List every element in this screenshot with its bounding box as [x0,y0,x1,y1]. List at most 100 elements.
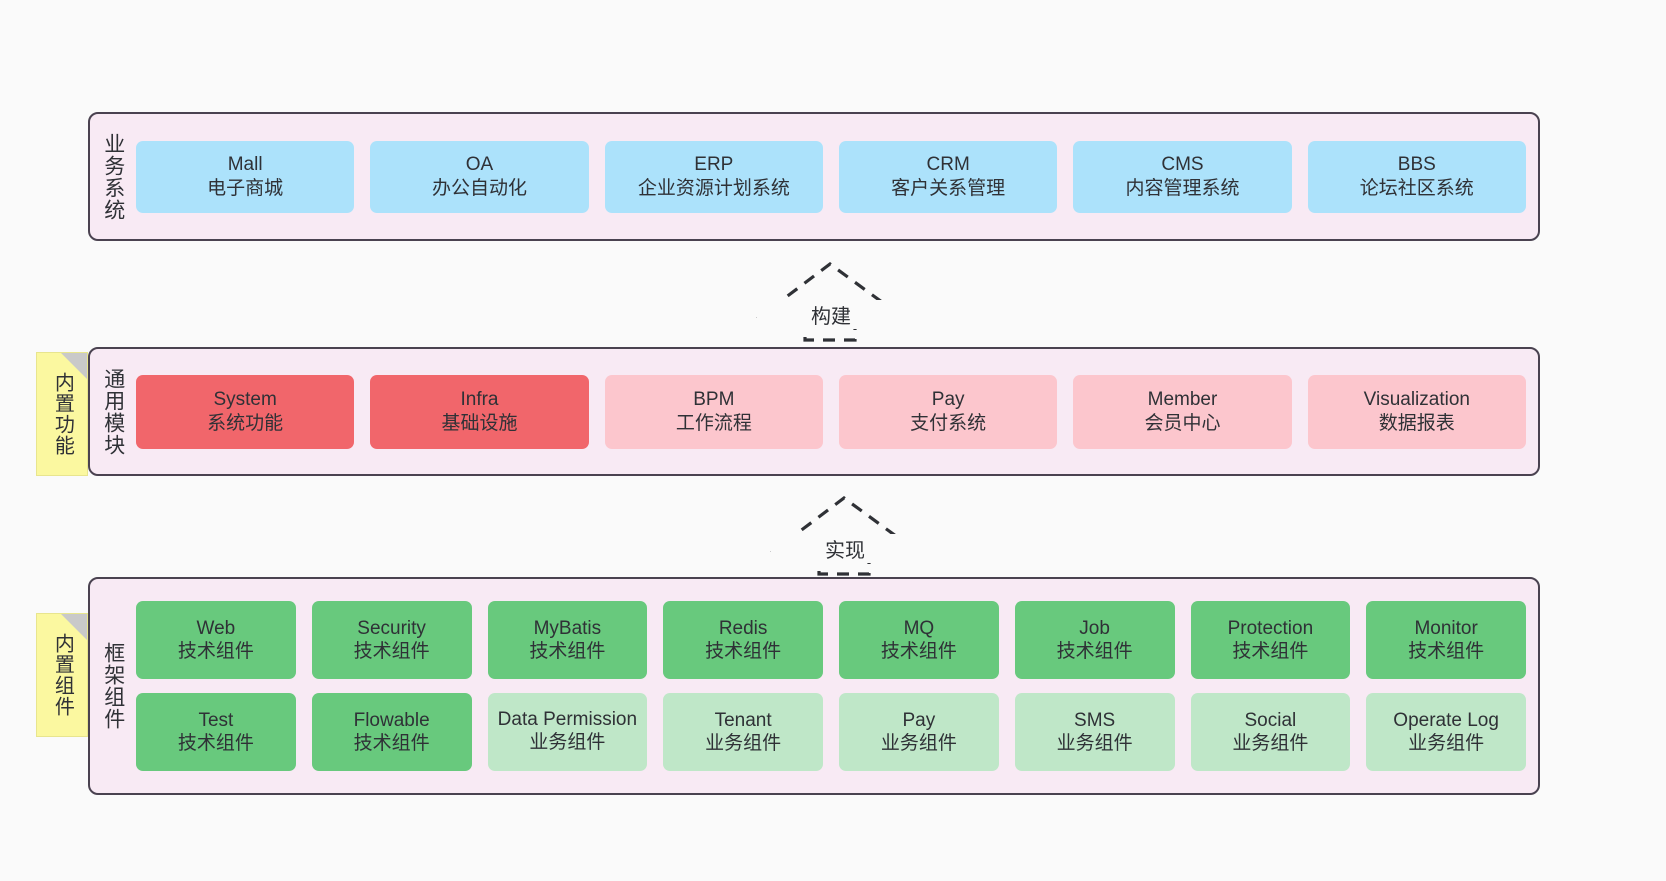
card-title-cn: 技术组件 [705,641,782,662]
layer-framework-components: 框架组件 Web 技术组件 Security 技术组件 MyBatis 技术组件… [88,577,1540,795]
card-title-en: OA [465,154,494,176]
card-system[interactable]: System 系统功能 [136,374,355,449]
sticky-note-builtin-components: 内置组件 [36,613,88,737]
card-tenant[interactable]: Tenant 业务组件 [663,693,823,771]
card-title-cn: 技术组件 [1056,641,1133,662]
card-data-permission[interactable]: Data Permission 业务组件 [487,693,648,771]
card-title-cn: 业务组件 [1232,733,1309,754]
card-title-en: Monitor [1414,617,1478,639]
card-title-en: Operate Log [1393,709,1499,731]
card-infra[interactable]: Infra 基础设施 [370,374,589,449]
card-title-cn: 数据报表 [1378,412,1455,434]
sticky-note-builtin-features: 内置功能 [36,352,88,476]
card-title-en: Data Permission [497,709,638,731]
card-pay[interactable]: Pay 支付系统 [838,374,1058,449]
card-title-en: Pay [931,389,965,411]
card-job[interactable]: Job 技术组件 [1014,601,1175,679]
card-title-cn: 技术组件 [353,641,430,662]
layer-body-business-systems: Mall 电子商城 OA 办公自动化 ERP 企业资源计划系统 CRM 客户关系… [136,114,1538,239]
layer-title-framework-components: 框架组件 [101,642,125,730]
card-security[interactable]: Security 技术组件 [311,601,472,679]
card-title-en: Web [196,617,236,639]
card-mybatis[interactable]: MyBatis 技术组件 [487,601,648,679]
layer-business-systems: 业务系统 Mall 电子商城 OA 办公自动化 ERP 企业资源计划系统 CRM… [88,112,1540,241]
layer-body-common-modules: System 系统功能 Infra 基础设施 BPM 工作流程 Pay 支付系统… [136,349,1538,474]
card-title-en: System [213,389,277,411]
card-title-en: Test [198,709,234,731]
card-flowable[interactable]: Flowable 技术组件 [311,693,472,771]
card-redis[interactable]: Redis 技术组件 [663,601,823,679]
card-title-en: Job [1079,617,1110,639]
card-title-cn: 业务组件 [880,733,957,754]
card-title-en: Member [1147,389,1218,411]
card-title-cn: 基础设施 [441,412,518,434]
layer-common-modules: 通用模块 System 系统功能 Infra 基础设施 BPM 工作流程 Pay… [88,347,1540,476]
card-title-cn: 电子商城 [207,177,284,199]
card-title-cn: 企业资源计划系统 [637,177,790,199]
card-title-en: MyBatis [533,617,602,639]
card-title-en: Social [1244,709,1297,731]
note-fold-corner-icon [61,353,87,379]
card-title-en: Mall [227,154,263,176]
card-protection[interactable]: Protection 技术组件 [1190,601,1351,679]
card-title-en: Infra [460,389,499,411]
card-visualization[interactable]: Visualization 数据报表 [1307,374,1526,449]
card-oa[interactable]: OA 办公自动化 [370,140,589,213]
card-operate-log[interactable]: Operate Log 业务组件 [1366,693,1526,771]
card-mall[interactable]: Mall 电子商城 [136,140,355,213]
card-bbs[interactable]: BBS 论坛社区系统 [1307,140,1526,213]
card-title-en: BBS [1397,154,1436,176]
card-bpm[interactable]: BPM 工作流程 [604,374,823,449]
card-title-cn: 会员中心 [1144,412,1221,434]
arrow-implement: 实现 [770,494,920,576]
card-title-cn: 系统功能 [207,412,284,434]
card-member[interactable]: Member 会员中心 [1073,374,1292,449]
card-title-en: MQ [903,617,935,639]
card-title-cn: 技术组件 [1232,641,1309,662]
card-title-en: CRM [926,154,970,176]
card-title-cn: 业务组件 [1408,733,1485,754]
card-monitor[interactable]: Monitor 技术组件 [1366,601,1526,679]
card-title-en: Protection [1227,617,1314,639]
card-title-cn: 技术组件 [177,641,254,662]
card-title-cn: 技术组件 [880,641,957,662]
arrow-build-label: 构建 [757,300,905,329]
card-cms[interactable]: CMS 内容管理系统 [1073,140,1292,213]
card-title-en: Tenant [714,709,772,731]
card-erp[interactable]: ERP 企业资源计划系统 [604,140,823,213]
card-title-cn: 业务组件 [1056,733,1133,754]
card-title-en: BPM [693,389,735,411]
card-test[interactable]: Test 技术组件 [136,693,296,771]
card-title-en: SMS [1074,709,1116,731]
card-social[interactable]: Social 业务组件 [1190,693,1351,771]
card-row: Mall 电子商城 OA 办公自动化 ERP 企业资源计划系统 CRM 客户关系… [136,140,1526,213]
card-title-cn: 业务组件 [705,733,782,754]
card-title-en: Pay [902,709,936,731]
arrow-implement-label: 实现 [771,534,919,563]
card-title-cn: 办公自动化 [431,177,527,199]
card-mq[interactable]: MQ 技术组件 [839,601,999,679]
card-pay-business[interactable]: Pay 业务组件 [839,693,999,771]
card-title-en: Security [357,617,426,639]
card-title-en: Visualization [1363,389,1470,411]
card-title-cn: 技术组件 [353,733,430,754]
layer-body-framework-components: Web 技术组件 Security 技术组件 MyBatis 技术组件 Redi… [136,579,1538,793]
layer-title-business-systems: 业务系统 [101,132,125,221]
card-title-cn: 技术组件 [1408,641,1485,662]
card-crm[interactable]: CRM 客户关系管理 [838,140,1058,213]
card-title-en: ERP [694,154,734,176]
card-title-cn: 客户关系管理 [891,177,1006,199]
card-title-cn: 技术组件 [529,641,606,662]
sticky-note-label: 内置组件 [51,633,74,717]
card-web[interactable]: Web 技术组件 [136,601,296,679]
layer-title-common-modules: 通用模块 [101,367,125,456]
card-sms[interactable]: SMS 业务组件 [1014,693,1175,771]
card-title-cn: 内容管理系统 [1125,177,1240,199]
arrow-build: 构建 [756,260,906,342]
card-row: System 系统功能 Infra 基础设施 BPM 工作流程 Pay 支付系统… [136,374,1526,449]
sticky-note-label: 内置功能 [51,372,74,456]
card-title-cn: 业务组件 [529,732,606,754]
card-title-en: CMS [1161,154,1204,176]
card-title-cn: 支付系统 [910,412,987,434]
